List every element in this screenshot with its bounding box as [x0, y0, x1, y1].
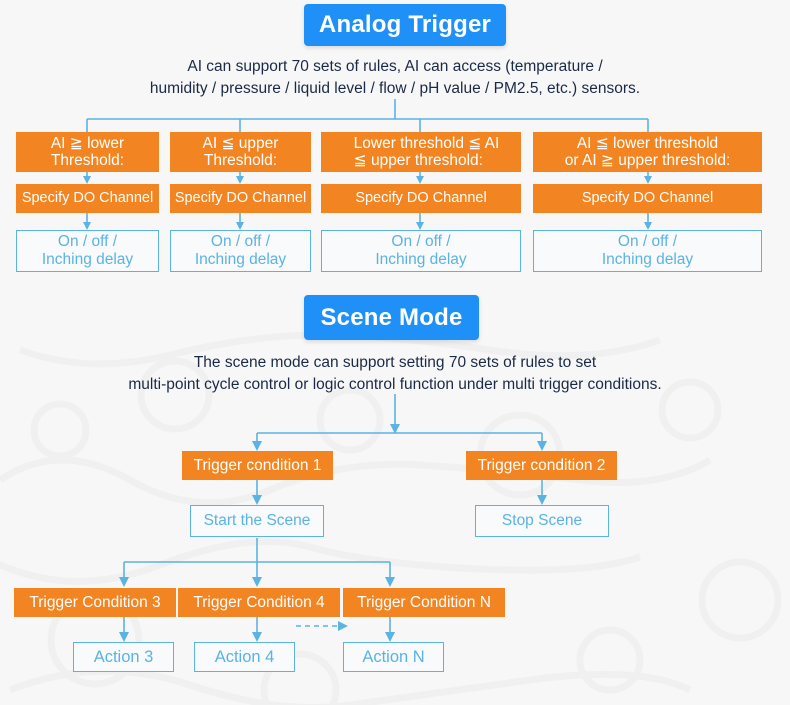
analog-condition-box-3[interactable]: Lower threshold ≦ AI ≦ upper threshold: — [321, 132, 521, 172]
trigger-condition-4-label: Trigger Condition 4 — [193, 593, 325, 611]
trigger-condition-2-label: Trigger condition 2 — [477, 456, 606, 474]
analog-condition-2-line-2: Threshold: — [203, 152, 278, 169]
action-4-label: Action 4 — [214, 647, 275, 666]
scene-description-line-2: multi-point cycle control or logic contr… — [128, 376, 662, 394]
analog-result-box-1[interactable]: On / off / Inching delay — [16, 230, 159, 272]
analog-result-1-line-2: Inching delay — [41, 251, 134, 268]
analog-condition-box-4[interactable]: AI ≦ lower threshold or AI ≧ upper thres… — [533, 132, 762, 172]
analog-condition-box-1[interactable]: AI ≧ lower Threshold: — [16, 132, 159, 172]
scene-mode-title-text: Scene Mode — [320, 303, 463, 331]
trigger-condition-4-box[interactable]: Trigger Condition 4 — [178, 588, 340, 617]
analog-condition-1-line-1: AI ≧ lower — [50, 134, 125, 152]
analog-result-3-line-1: On / off / — [391, 233, 451, 251]
stop-scene-label: Stop Scene — [501, 512, 583, 530]
action-4-box[interactable]: Action 4 — [194, 642, 295, 672]
action-n-box[interactable]: Action N — [343, 642, 444, 672]
analog-condition-3-line-2: ≦ upper threshold: — [353, 152, 483, 169]
analog-result-2-line-1: On / off / — [210, 233, 271, 251]
analog-result-4-line-1: On / off / — [617, 233, 678, 251]
scene-mode-title: Scene Mode — [304, 295, 479, 340]
analog-condition-1-line-2: Threshold: — [50, 152, 125, 169]
analog-action-3-label: Specify DO Channel — [355, 190, 487, 207]
trigger-condition-1-label: Trigger condition 1 — [193, 456, 322, 474]
analog-action-box-3[interactable]: Specify DO Channel — [321, 184, 521, 213]
trigger-condition-3-label: Trigger Condition 3 — [29, 593, 161, 611]
analog-trigger-description: AI can support 70 sets of rules, AI can … — [45, 56, 745, 101]
analog-result-2-line-2: Inching delay — [194, 251, 287, 268]
analog-action-4-label: Specify DO Channel — [581, 190, 714, 207]
analog-action-2-label: Specify DO Channel — [174, 190, 307, 207]
analog-condition-3-line-1: Lower threshold ≦ AI — [353, 134, 500, 152]
analog-action-box-4[interactable]: Specify DO Channel — [533, 184, 762, 213]
scene-description-line-1: The scene mode can support setting 70 se… — [193, 354, 597, 371]
analog-result-3-line-2: Inching delay — [375, 251, 467, 268]
scene-mode-description: The scene mode can support setting 70 se… — [35, 352, 755, 397]
action-3-label: Action 3 — [93, 647, 154, 666]
start-the-scene-box[interactable]: Start the Scene — [190, 505, 324, 537]
analog-action-box-1[interactable]: Specify DO Channel — [16, 184, 159, 213]
analog-action-box-2[interactable]: Specify DO Channel — [170, 184, 311, 213]
trigger-condition-1-box[interactable]: Trigger condition 1 — [182, 451, 333, 480]
analog-result-box-3[interactable]: On / off / Inching delay — [321, 230, 521, 272]
analog-result-1-line-1: On / off / — [57, 233, 118, 251]
analog-condition-4-line-1: AI ≦ lower threshold — [576, 134, 719, 152]
trigger-condition-3-box[interactable]: Trigger Condition 3 — [14, 588, 176, 617]
trigger-condition-n-box[interactable]: Trigger Condition N — [343, 588, 505, 617]
analog-trigger-title-text: Analog Trigger — [318, 11, 492, 38]
start-the-scene-label: Start the Scene — [203, 512, 311, 530]
analog-condition-2-line-1: AI ≦ upper — [202, 134, 279, 152]
analog-result-box-4[interactable]: On / off / Inching delay — [533, 230, 762, 272]
analog-description-line-1: AI can support 70 sets of rules, AI can … — [187, 58, 603, 75]
analog-result-box-2[interactable]: On / off / Inching delay — [170, 230, 311, 272]
trigger-condition-2-box[interactable]: Trigger condition 2 — [466, 451, 617, 480]
action-3-box[interactable]: Action 3 — [73, 642, 174, 672]
analog-action-1-label: Specify DO Channel — [21, 190, 154, 207]
trigger-condition-n-label: Trigger Condition N — [357, 593, 491, 611]
analog-condition-box-2[interactable]: AI ≦ upper Threshold: — [170, 132, 311, 172]
stop-scene-box[interactable]: Stop Scene — [475, 505, 609, 537]
analog-trigger-title: Analog Trigger — [304, 4, 506, 46]
action-n-label: Action N — [362, 647, 425, 666]
analog-description-line-2: humidity / pressure / liquid level / flo… — [149, 80, 641, 98]
analog-condition-4-line-2: or AI ≧ upper threshold: — [564, 152, 731, 169]
analog-result-4-line-2: Inching delay — [601, 251, 694, 268]
